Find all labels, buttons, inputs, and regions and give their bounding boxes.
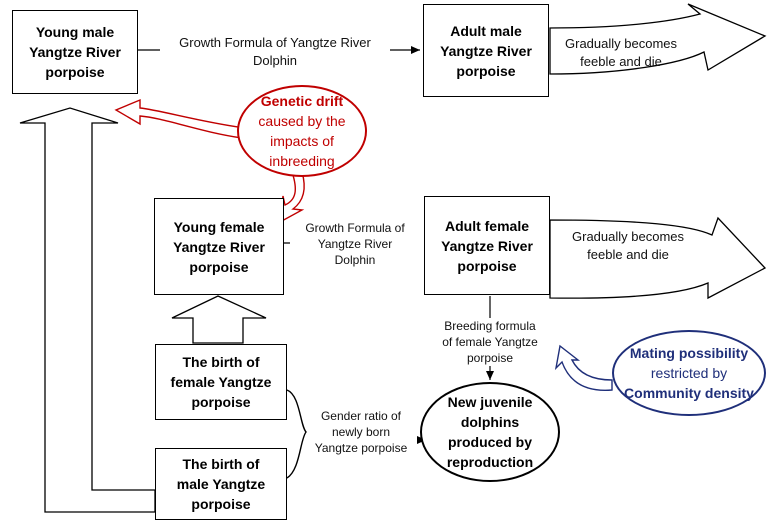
gender-ratio-label: Gender ratio of newly born Yangtze porpo… xyxy=(314,409,408,455)
young-male-node: Young male Yangtze River porpoise xyxy=(12,10,138,94)
feeble-label-male: Gradually becomes feeble and die xyxy=(565,36,677,69)
birth-female-node: The birth of female Yangtze porpoise xyxy=(155,344,287,420)
mating-arrow xyxy=(554,344,613,391)
feeble-arrow-male xyxy=(549,3,767,75)
genetic-drift-arrow-to-female xyxy=(279,171,305,224)
genetic-drift-ellipse: Genetic drift caused by the impacts of i… xyxy=(237,85,367,177)
birth-male-node: The birth of male Yangtze porpoise xyxy=(155,448,287,520)
feeble-label-female: Gradually becomes feeble and die xyxy=(572,229,684,262)
birth-female-label: The birth of female Yangtze porpoise xyxy=(170,354,272,410)
hollow-arrow-to-young-male xyxy=(19,107,156,513)
growth-label-male: Growth Formula of Yangtze River Dolphin xyxy=(160,34,390,70)
adult-female-label: Adult female Yangtze River porpoise xyxy=(441,217,533,274)
birth-male-label: The birth of male Yangtze porpoise xyxy=(176,456,266,512)
mating-possibility-ellipse: Mating possibility restricted by Communi… xyxy=(612,330,766,416)
young-female-node: Young female Yangtze River porpoise xyxy=(154,198,284,295)
mating-title: Mating possibility xyxy=(629,345,749,361)
genetic-drift-title: Genetic drift xyxy=(260,93,344,109)
growth-label-female: Growth Formula of Yangtze River Dolphin xyxy=(290,220,420,268)
new-juvenile-ellipse: New juvenile dolphins produced by reprod… xyxy=(420,382,560,482)
feeble-arrow-female xyxy=(549,216,767,300)
new-juvenile-label: New juvenile dolphins produced by reprod… xyxy=(446,394,534,470)
mating-middle: restricted by xyxy=(650,365,728,381)
adult-female-node: Adult female Yangtze River porpoise xyxy=(424,196,550,295)
gender-ratio-brace xyxy=(286,389,307,479)
hollow-arrow-to-young-female xyxy=(171,295,267,344)
young-male-label: Young male Yangtze River porpoise xyxy=(29,24,121,80)
adult-male-label: Adult male Yangtze River porpoise xyxy=(440,22,532,79)
genetic-drift-body: caused by the impacts of inbreeding xyxy=(258,113,346,169)
young-female-label: Young female Yangtze River porpoise xyxy=(173,218,265,275)
genetic-drift-arrow-to-male xyxy=(114,98,246,139)
breeding-label: Breeding formula of female Yangtze porpo… xyxy=(430,318,550,366)
mating-bottom: Community density xyxy=(624,385,754,401)
adult-male-node: Adult male Yangtze River porpoise xyxy=(423,4,549,97)
